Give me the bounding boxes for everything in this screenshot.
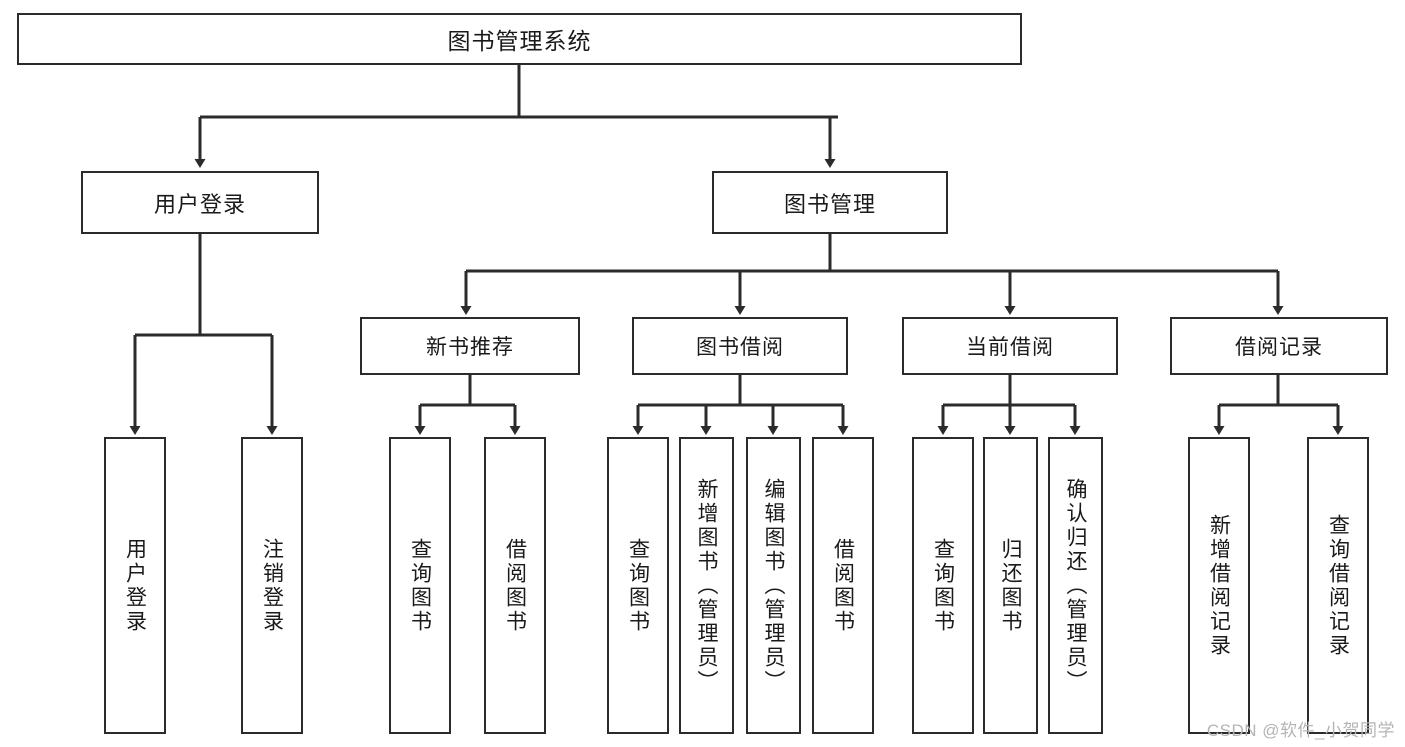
node-root-label: 图书管理系统 bbox=[447, 28, 592, 54]
leaf-query-book-borrow[interactable]: 查询图书 bbox=[607, 437, 669, 734]
leaf-return-book[interactable]: 归还图书 bbox=[983, 437, 1038, 734]
leaf-label: 归还图书 bbox=[999, 537, 1022, 634]
node-book-borrow[interactable]: 图书借阅 bbox=[632, 317, 848, 375]
leaf-label: 查询图书 bbox=[626, 537, 650, 634]
node-user-login-label: 用户登录 bbox=[153, 191, 246, 217]
node-book-management-label: 图书管理 bbox=[783, 191, 876, 217]
leaf-query-book-newbook[interactable]: 查询图书 bbox=[389, 437, 451, 734]
csdn-watermark: CSDN @软件_小贺同学 bbox=[1206, 721, 1395, 740]
node-current-borrow[interactable]: 当前借阅 bbox=[902, 317, 1118, 375]
leaf-user-login[interactable]: 用户登录 bbox=[104, 437, 166, 734]
node-new-book-recommend-label: 新书推荐 bbox=[426, 336, 514, 359]
leaf-edit-book-admin[interactable]: 编辑图书（管理员） bbox=[746, 437, 801, 734]
leaf-query-book-current[interactable]: 查询图书 bbox=[912, 437, 974, 734]
leaf-label: 新增借阅记录 bbox=[1207, 513, 1231, 658]
leaf-label: 查询图书 bbox=[931, 537, 955, 634]
leaf-label: 查询借阅记录 bbox=[1326, 513, 1350, 658]
leaf-label: 确认归还（管理员） bbox=[1064, 477, 1087, 694]
leaf-confirm-return-admin[interactable]: 确认归还（管理员） bbox=[1048, 437, 1103, 734]
leaf-add-book-admin[interactable]: 新增图书（管理员） bbox=[679, 437, 734, 734]
leaf-add-borrow-record[interactable]: 新增借阅记录 bbox=[1188, 437, 1250, 734]
node-root[interactable]: 图书管理系统 bbox=[17, 13, 1022, 65]
leaf-logout[interactable]: 注销登录 bbox=[241, 437, 303, 734]
node-borrow-record[interactable]: 借阅记录 bbox=[1170, 317, 1388, 375]
leaf-label: 查询图书 bbox=[408, 537, 432, 634]
node-current-borrow-label: 当前借阅 bbox=[966, 336, 1054, 359]
leaf-label: 借阅图书 bbox=[503, 537, 527, 634]
leaf-label: 借阅图书 bbox=[831, 537, 855, 634]
node-new-book-recommend[interactable]: 新书推荐 bbox=[360, 317, 580, 375]
node-user-login[interactable]: 用户登录 bbox=[81, 171, 319, 234]
leaf-borrow-book-newbook[interactable]: 借阅图书 bbox=[484, 437, 546, 734]
node-book-management[interactable]: 图书管理 bbox=[712, 171, 948, 234]
node-borrow-record-label: 借阅记录 bbox=[1235, 336, 1323, 359]
leaf-label: 新增图书（管理员） bbox=[695, 477, 718, 694]
leaf-label: 编辑图书（管理员） bbox=[762, 477, 785, 694]
node-book-borrow-label: 图书借阅 bbox=[696, 336, 784, 359]
leaf-label: 用户登录 bbox=[123, 537, 147, 634]
leaf-borrow-book[interactable]: 借阅图书 bbox=[812, 437, 874, 734]
leaf-query-borrow-record[interactable]: 查询借阅记录 bbox=[1307, 437, 1369, 734]
leaf-label: 注销登录 bbox=[260, 537, 284, 634]
